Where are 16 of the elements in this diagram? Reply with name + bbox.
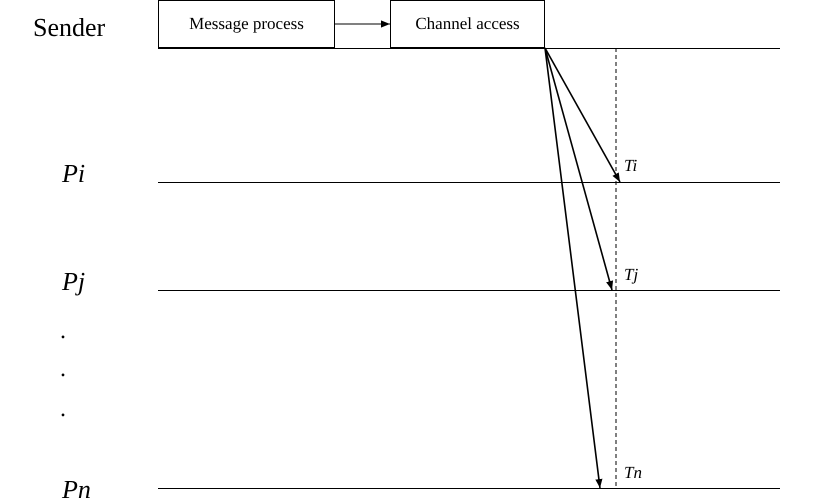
lane-label: Sender [33, 13, 106, 43]
time-label: Tj [624, 265, 638, 285]
arrow [544, 48, 614, 290]
ellipsis-dot: . [60, 318, 66, 345]
arrow [544, 48, 621, 182]
arrow [334, 20, 390, 28]
time-label: Ti [624, 156, 638, 176]
process-box: Channel access [390, 0, 545, 48]
lane-label: Pn [62, 475, 91, 500]
process-box: Message process [158, 0, 335, 48]
arrow [544, 48, 602, 488]
ellipsis-dot: . [60, 356, 66, 383]
lane-label: Pi [62, 159, 86, 189]
time-label: Tn [624, 463, 642, 483]
lane-label: Pj [62, 267, 86, 297]
ellipsis-dot: . [60, 396, 66, 423]
